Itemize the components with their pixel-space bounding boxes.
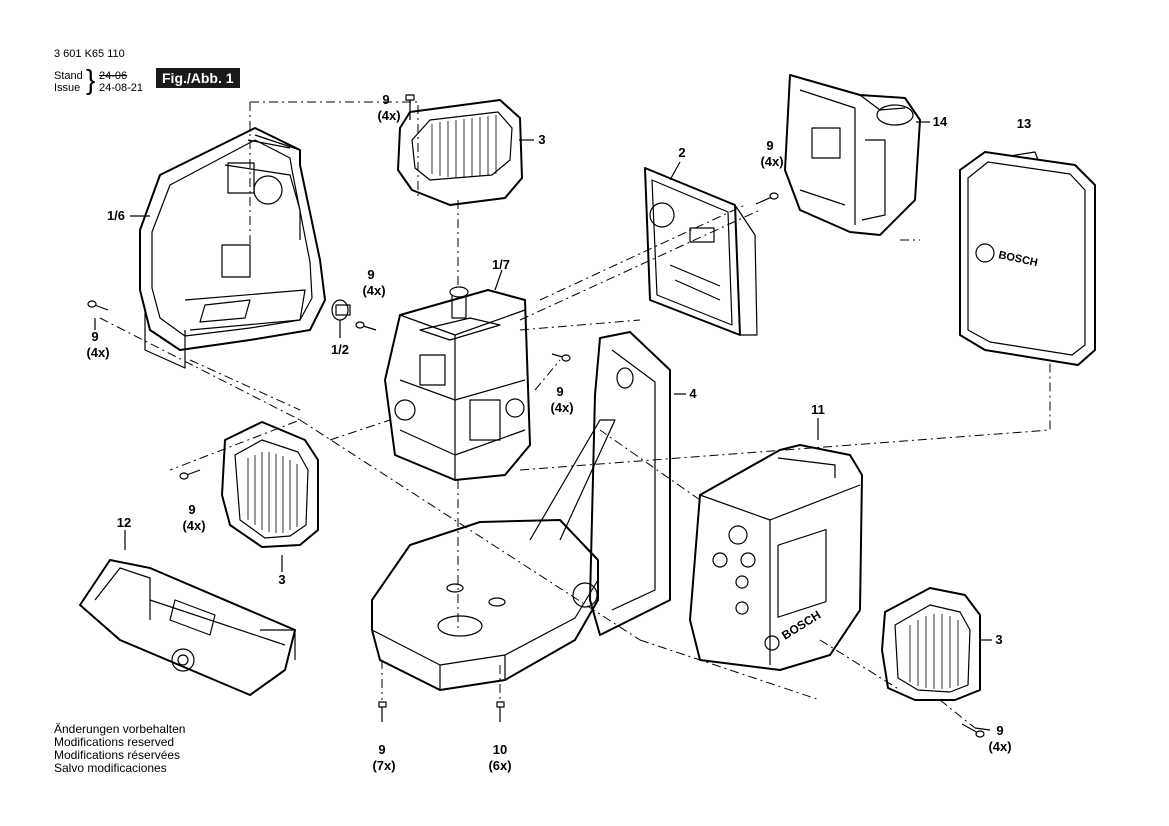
issue-date: 24-08-21: [99, 82, 144, 94]
callout-9-top-qty: (4x): [377, 108, 401, 123]
callout-10: 10: [492, 742, 508, 757]
callout-9-right-mid: 9: [556, 384, 564, 399]
stand-date: 24-06: [99, 70, 128, 82]
callout-9-base: 9: [378, 742, 386, 757]
callout-9-mid-qty: (4x): [362, 283, 386, 298]
assembly-guide-lines: [99, 101, 1051, 729]
callout-2: 2: [678, 145, 686, 160]
callout-14: 14: [932, 114, 948, 129]
screw-9-mid-right: [551, 353, 571, 362]
callout-9-right-mid-qty: (4x): [550, 400, 574, 415]
issue-label: Issue: [54, 82, 81, 94]
housing-brand-text: BOSCH: [779, 608, 823, 643]
callout-3-right: 3: [995, 632, 1003, 647]
callout-9-bottom-right-qty: (4x): [988, 739, 1012, 754]
part-1-7-laser-module: [384, 286, 531, 481]
callout-3-left: 3: [278, 572, 286, 587]
callout-leaders: [94, 121, 992, 731]
callout-1-7: 1/7: [491, 257, 511, 272]
modification-notes: Änderungen vorbehalten Modifications res…: [54, 723, 185, 775]
callout-3-top: 3: [538, 132, 546, 147]
callout-9-top: 9: [378, 93, 394, 107]
screw-icons: [87, 94, 985, 738]
screw-9-top: [405, 94, 415, 120]
callout-num: 9: [382, 92, 390, 107]
part-11-laser-housing: BOSCH: [689, 444, 863, 671]
screw-9-right: [961, 723, 985, 738]
pouch-brand-text: BOSCH: [997, 249, 1038, 269]
part-3-cap-top: [397, 99, 523, 206]
part-1-6-bracket: [139, 127, 326, 369]
note-es: Salvo modificaciones: [54, 761, 167, 775]
screw-9-mid-left: [355, 321, 377, 331]
plug-1-2: [331, 299, 351, 321]
screw-9-cap-left: [179, 469, 201, 480]
note-en: Modifications reserved: [54, 735, 175, 749]
callout-1-6: 1/6: [106, 208, 126, 223]
screw-10-base: [496, 701, 505, 722]
callout-10-qty: (6x): [488, 758, 512, 773]
callout-1-2: 1/2: [330, 342, 350, 357]
part-number: 3 601 K65 110: [54, 48, 125, 60]
screw-9-left: [87, 300, 109, 311]
figure-label: Fig./Abb. 1: [156, 68, 240, 88]
part-2-wall-plate: [644, 167, 758, 336]
note-de: Änderungen vorbehalten: [54, 722, 186, 736]
part-3-cap-left: [221, 421, 319, 548]
callout-9-plate-qty: (4x): [760, 154, 784, 169]
callout-13: 13: [1016, 116, 1032, 131]
callout-9-bottom-right: 9: [996, 723, 1004, 738]
callout-12: 12: [116, 515, 132, 530]
callout-11: 11: [811, 402, 825, 417]
note-fr: Modifications réservées: [54, 748, 181, 762]
callout-9-cap: 9: [188, 502, 196, 517]
part-13-pouch: BOSCH: [959, 151, 1096, 366]
callout-9-base-qty: (7x): [372, 758, 396, 773]
part-3-cap-right: [881, 587, 981, 701]
stand-label: Stand: [54, 70, 83, 82]
screw-9-plate: [755, 192, 779, 205]
part-12-holder: [79, 559, 296, 696]
callout-9-left: 9: [91, 329, 99, 344]
callout-9-plate: 9: [766, 138, 774, 153]
part-4-l-base: [371, 331, 671, 691]
callout-9-mid: 9: [367, 267, 375, 282]
callout-9-left-qty: (4x): [86, 345, 110, 360]
part-14-clip-mount: [784, 74, 921, 236]
brace-glyph: }: [86, 64, 96, 95]
callout-9-cap-qty: (4x): [182, 518, 206, 533]
callout-4: 4: [689, 386, 697, 401]
screw-9-base: [378, 701, 387, 722]
